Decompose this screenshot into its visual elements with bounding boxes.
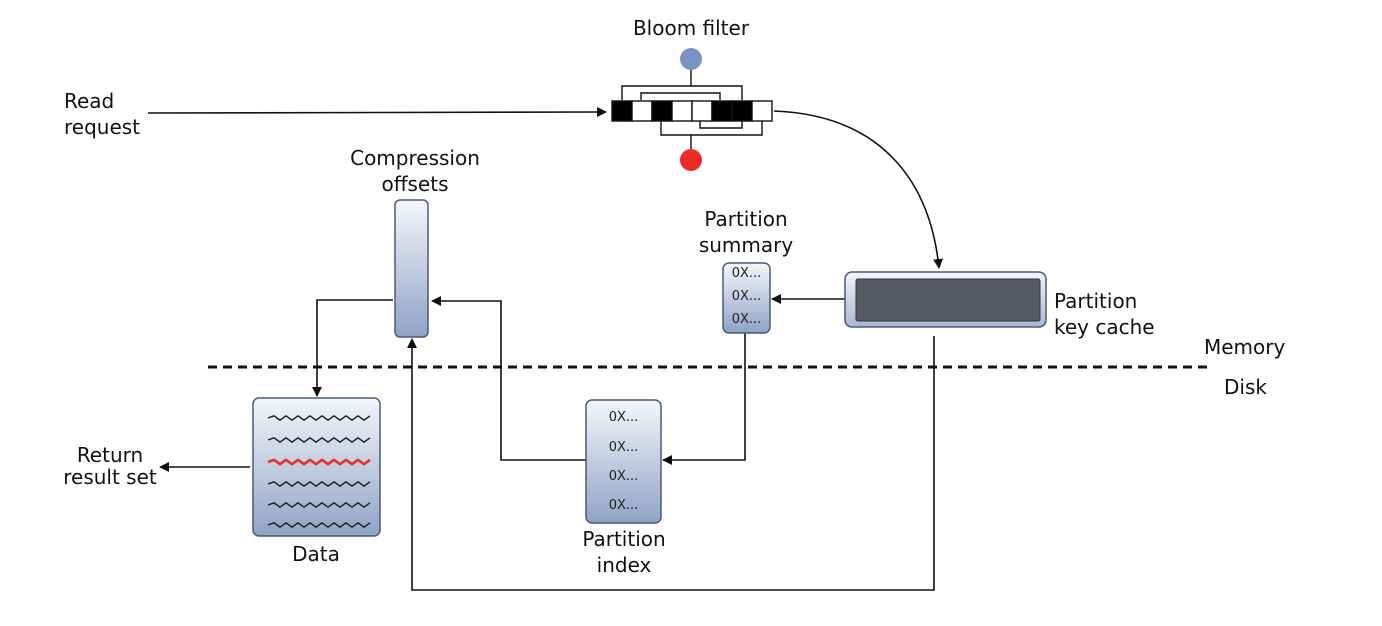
- summary-entry: 0X...: [731, 312, 762, 327]
- memory-label: Memory: [1204, 335, 1286, 359]
- data-row: [267, 522, 371, 528]
- return-result-set-label-line2: result set: [63, 465, 157, 489]
- index-entry: 0X...: [608, 498, 639, 513]
- offsets-to-data-arrow: [312, 299, 393, 397]
- compression-offsets-label-line2: offsets: [381, 172, 449, 196]
- read-request-label-line1: Read: [64, 89, 115, 113]
- summary-entry: 0X...: [731, 266, 762, 281]
- partition-summary-label-line1: Partition: [704, 207, 788, 231]
- index-to-offsets-arrow: [431, 296, 586, 461]
- bloom-hash-pin-bottom: [680, 149, 702, 171]
- data-rows: [267, 415, 371, 528]
- disk-label: Disk: [1224, 375, 1267, 399]
- partition-index-label: Partition index: [568, 526, 680, 578]
- data-row-highlighted: [267, 458, 371, 466]
- cache-to-offsets-arrow: [407, 336, 935, 591]
- return-result-set-label: Return result set: [54, 444, 166, 488]
- partition-index-box: [585, 399, 662, 524]
- compression-offsets-label: Compression offsets: [340, 145, 490, 197]
- read-request-arrow: [147, 107, 607, 118]
- compression-offsets-label-line1: Compression: [350, 146, 480, 170]
- read-request-label-line2: request: [64, 115, 141, 139]
- partition-summary-label: Partition summary: [691, 206, 801, 258]
- data-label: Data: [292, 542, 340, 566]
- data-row: [267, 481, 371, 487]
- bloom-bit: [611, 100, 633, 122]
- data-row: [267, 502, 371, 508]
- partition-key-cache-label-line2: key cache: [1054, 315, 1155, 339]
- bloom-hash-pin-top: [680, 48, 702, 70]
- bloom-bit: [691, 100, 713, 122]
- partition-key-cache-label-line1: Partition: [1054, 289, 1138, 313]
- partition-summary-label-line2: summary: [698, 233, 794, 257]
- index-entry: 0X...: [608, 410, 639, 425]
- bloom-bit: [631, 100, 653, 122]
- data-row: [267, 415, 371, 421]
- partition-key-cache-box: [844, 271, 1047, 328]
- compression-offsets-box: [394, 199, 429, 338]
- partition-index-label-line1: Partition: [582, 527, 666, 551]
- bloom-bit: [671, 100, 693, 122]
- bloom-bit: [651, 100, 673, 122]
- bloom-filter: [611, 48, 773, 171]
- partition-summary-box: [722, 262, 771, 334]
- data-row: [267, 437, 371, 443]
- bloom-bit-array: [611, 100, 773, 122]
- partition-key-cache-label: Partition key cache: [1054, 288, 1155, 340]
- read-request-label: Read request: [64, 88, 140, 140]
- summary-to-index-arrow: [662, 332, 746, 465]
- bloom-bit: [731, 100, 753, 122]
- summary-entry: 0X...: [731, 289, 762, 304]
- return-result-set-label-line1: Return: [76, 443, 144, 467]
- bloom-bit: [711, 100, 733, 122]
- bloom-bit: [751, 100, 773, 122]
- bloom-filter-label: Bloom filter: [632, 16, 750, 40]
- partition-index-label-line2: index: [596, 553, 652, 577]
- index-entry: 0X...: [608, 440, 639, 455]
- index-entry: 0X...: [608, 469, 639, 484]
- data-box: [252, 397, 381, 537]
- bloom-to-cache-arrow: [773, 110, 944, 269]
